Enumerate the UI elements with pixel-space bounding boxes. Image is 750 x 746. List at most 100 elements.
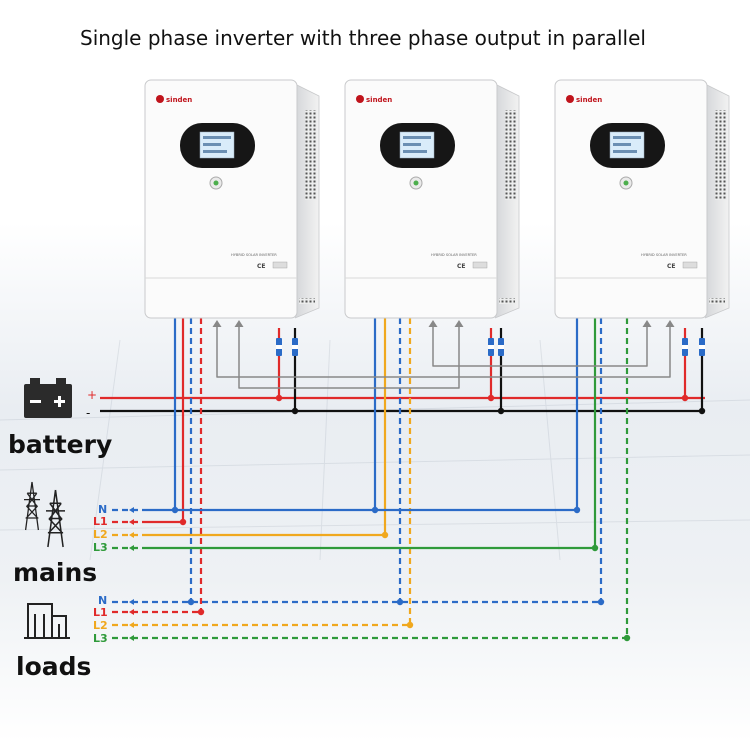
inverter-2-ac-out-n-joint [396,598,404,606]
inverter-3-power-led [623,180,629,186]
mains-pylon-icon-2 [46,489,66,548]
inverter-1-side-vent [305,110,317,200]
parallel-comm-loop-b [432,326,648,367]
diagram-title: Single phase inverter with three phase o… [80,26,646,50]
mains-n-label: N [98,503,108,516]
inverter-2-cert-badges [472,261,488,269]
inverter-1-model-label: HYBRID SOLAR INVERTER [231,253,277,257]
inverter-3-ac-out-n-joint [597,598,605,606]
battery-body [24,384,72,418]
inverter-3-logo-mark [566,95,574,103]
loads-l3-arrow [129,635,134,641]
loads-l2-arrow [129,622,134,628]
mains-pylon-icon-1 [24,481,41,531]
battery-positive-sign: + [87,388,98,402]
inverter-1-lcd-line-1 [203,136,231,139]
inverter-3-lcd-line-3 [613,150,637,153]
battery-negative-sign: - [86,406,91,420]
inverter-1-battery-fuse-band-1 [292,345,298,349]
battery-icon [24,378,72,418]
inverter-1-parallel-port-1-arrow [234,320,244,327]
loads-n-label: N [98,594,108,607]
inverter-2-logo-mark [356,95,364,103]
inverter-3-body [554,79,708,319]
inverter-3-battery-positive-joint [681,394,689,402]
battery-terminal-pos [56,378,66,384]
loads-l1-label: L1 [93,606,108,619]
mains-pylon-icon-2-frame [46,489,66,548]
inverter-2-ac-out-l2-joint [406,621,414,629]
parallel-comm-loop-a [238,326,460,389]
inverter-1-lcd-line-3 [203,150,227,153]
inverter-3-brand-text: sinden [576,96,602,104]
mains-l1-label: L1 [93,515,108,528]
loads-building-icon [24,603,70,639]
inverter-2-lcd-line-2 [403,143,421,146]
wiring [100,318,706,642]
mains-l3-label: L3 [93,541,108,554]
inverter-1-battery-fuse-band-0 [276,345,282,349]
inverter-2-lcd-line-3 [403,150,427,153]
inverter-3-parallel-port-0-arrow [642,320,652,327]
inverter-3-side-vent-low [709,298,725,304]
mains-l2-arrow [129,532,134,538]
mains-n-arrow [129,507,134,513]
battery-terminal-neg [30,378,40,384]
inverter-2-lcd-line-1 [403,136,431,139]
inverter-2-parallel-port-0-arrow [428,320,438,327]
inverter-3-lcd-line-1 [613,136,641,139]
icons [24,378,72,639]
inverter-1-battery-negative-joint [291,407,299,415]
inverter-2-ce-mark: CE [457,263,466,270]
inverter-2-battery-negative-joint [497,407,505,415]
inverter-3-battery-fuse-band-0 [682,345,688,349]
inverter-2-power-led [413,180,419,186]
inverter-2-battery-positive-joint [487,394,495,402]
inverter-3-battery-negative-joint [698,407,706,415]
inverter-3-ce-mark: CE [667,263,676,270]
inverter-3-lcd-line-2 [613,143,631,146]
inverter-1-lcd-line-2 [203,143,221,146]
inverter-1-ac-out-n-joint [187,598,195,606]
inverter-3-parallel-port-1-arrow [665,320,675,327]
inverter-1-brand-text: sinden [166,96,192,104]
mains-label: mains [13,558,98,587]
inverter-2-side-vent [505,110,517,200]
inverter-1-body [144,79,298,319]
mains-l1-arrow [129,519,134,525]
inverter-1-battery-positive-joint [275,394,283,402]
inverter-2-model-label: HYBRID SOLAR INVERTER [431,253,477,257]
inverter-1-ac-out-l1-joint [197,608,205,616]
loads-l1-arrow [129,609,134,615]
inverter-3-battery-fuse-band-1 [699,345,705,349]
inverter-2-parallel-port-1-arrow [454,320,464,327]
inverter-2-battery-fuse-band-1 [498,345,504,349]
inverter-1-cert-badges [272,261,288,269]
mains-pylon-icon-1-frame [24,481,41,531]
loads-label: loads [16,652,92,681]
inverter-3-model-label: HYBRID SOLAR INVERTER [641,253,687,257]
inverter-2-body [344,79,498,319]
loads-l2-label: L2 [93,619,108,632]
mains-l2-label: L2 [93,528,108,541]
battery-label: battery [8,430,113,459]
loads-l3-label: L3 [93,632,108,645]
battery-plus-glyph-v [58,396,61,407]
inverter-3-side-vent [715,110,727,200]
loads-n-arrow [129,599,134,605]
battery-minus-glyph [30,400,41,403]
inverter-3-cert-badges [682,261,698,269]
inverter-2-battery-fuse-band-0 [488,345,494,349]
inverter-1-side-vent-low [299,298,315,304]
inverter-1-ce-mark: CE [257,263,266,270]
inverter-1-parallel-port-0-arrow [212,320,222,327]
parallel-comm-loop-outer [216,326,671,378]
inverter-2-brand-text: sinden [366,96,392,104]
inverter-1-logo-mark [156,95,164,103]
